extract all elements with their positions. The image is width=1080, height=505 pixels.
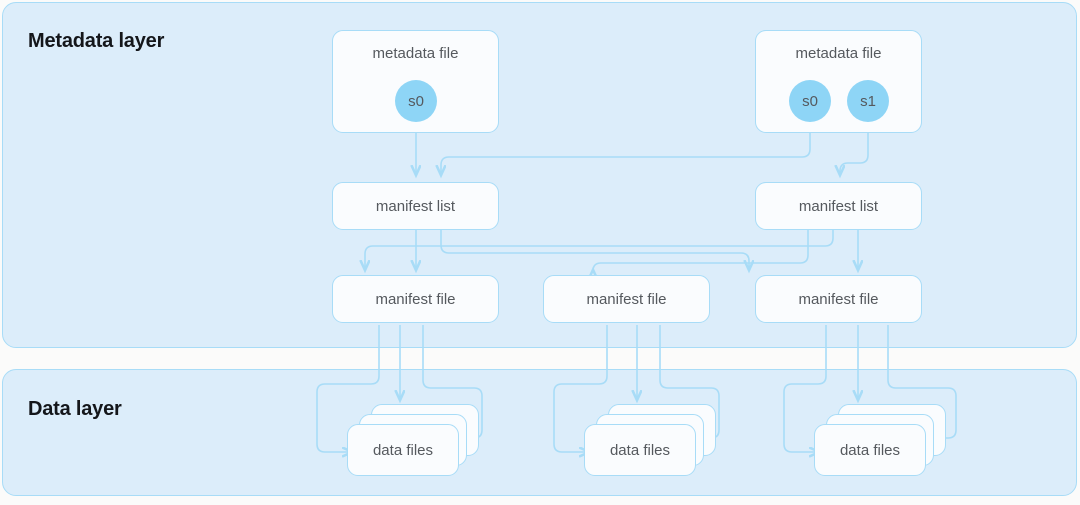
metadata-file-right-label: metadata file (795, 45, 882, 62)
manifest-list-left-label: manifest list (375, 197, 456, 215)
metadata-file-right[interactable]: metadata file (755, 30, 922, 133)
data-file-card-front[interactable]: data files (584, 424, 696, 476)
data-files-group-left[interactable]: data files (347, 404, 487, 484)
metadata-file-left-label: metadata file (372, 45, 459, 62)
snapshot-s0-right-label: s0 (802, 92, 818, 110)
data-files-group-middle[interactable]: data files (584, 404, 724, 484)
manifest-file-middle[interactable]: manifest file (543, 275, 710, 323)
snapshot-s0-right[interactable]: s0 (789, 80, 831, 122)
data-file-card-front[interactable]: data files (814, 424, 926, 476)
manifest-file-left-label: manifest file (375, 290, 456, 308)
metadata-layer-title: Metadata layer (28, 30, 165, 52)
manifest-file-middle-label: manifest file (586, 290, 667, 308)
data-layer-title: Data layer (28, 398, 122, 420)
data-files-group-right[interactable]: data files (814, 404, 954, 484)
manifest-list-right[interactable]: manifest list (755, 182, 922, 230)
data-file-card-front[interactable]: data files (347, 424, 459, 476)
data-files-left-label: data files (372, 441, 434, 459)
snapshot-s0-left[interactable]: s0 (395, 80, 437, 122)
manifest-file-right[interactable]: manifest file (755, 275, 922, 323)
manifest-list-left[interactable]: manifest list (332, 182, 499, 230)
data-files-right-label: data files (839, 441, 901, 459)
manifest-list-right-label: manifest list (798, 197, 879, 215)
manifest-file-left[interactable]: manifest file (332, 275, 499, 323)
snapshot-s1-right[interactable]: s1 (847, 80, 889, 122)
snapshot-s1-right-label: s1 (860, 92, 876, 110)
snapshot-s0-left-label: s0 (408, 92, 424, 110)
data-files-middle-label: data files (609, 441, 671, 459)
manifest-file-right-label: manifest file (798, 290, 879, 308)
